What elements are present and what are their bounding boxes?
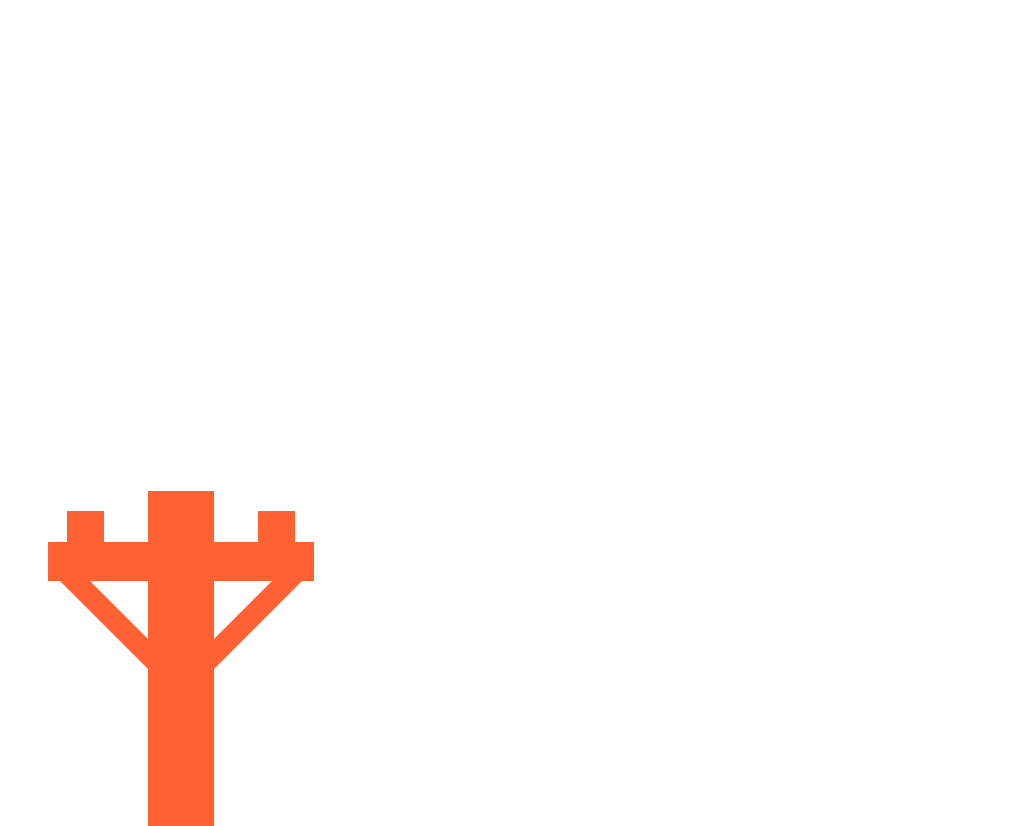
utility-pole-shape [48, 491, 314, 826]
right-brace [212, 581, 302, 671]
left-brace [60, 581, 150, 671]
right-insulator [258, 511, 295, 542]
left-insulator [67, 511, 104, 542]
pole-crossarm [48, 542, 314, 581]
pole-post [148, 491, 214, 826]
